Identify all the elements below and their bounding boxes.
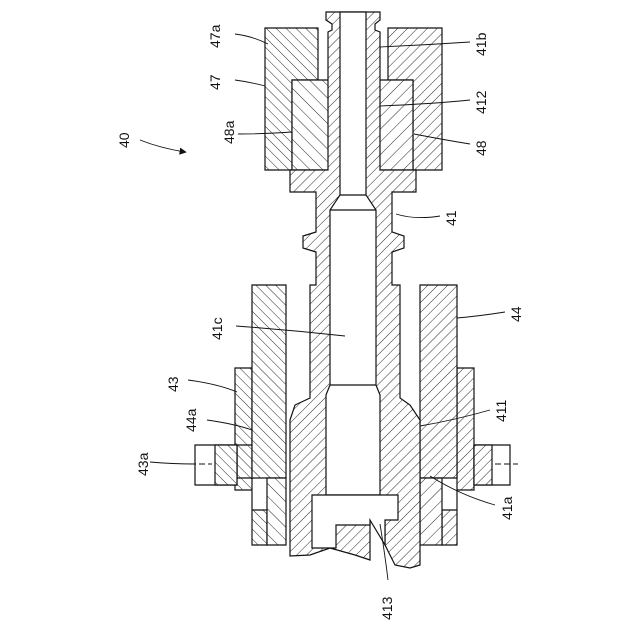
label-40: 40	[116, 132, 132, 148]
label-411: 411	[493, 399, 509, 422]
label-47: 47	[207, 74, 223, 90]
label-41: 41	[443, 210, 459, 226]
label-41a: 41a	[499, 496, 515, 520]
label-47a: 47a	[207, 24, 223, 48]
label-41b: 41b	[473, 32, 489, 56]
label-412: 412	[473, 90, 489, 114]
label-48a: 48a	[221, 120, 237, 144]
label-43: 43	[165, 376, 181, 392]
label-413: 413	[379, 596, 395, 620]
label-48: 48	[473, 140, 489, 156]
label-41c: 41c	[209, 317, 225, 340]
label-43a: 43a	[135, 452, 151, 476]
label-44: 44	[508, 306, 524, 322]
label-44a: 44a	[183, 408, 199, 432]
